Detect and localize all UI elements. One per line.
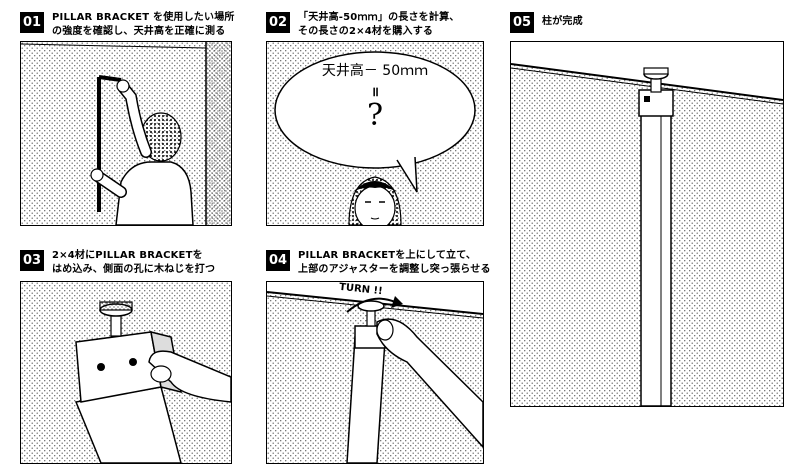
step-caption-line2: 上部のアジャスターを調整し突っ張らせる [298, 264, 491, 275]
step-05-illustration [510, 41, 784, 407]
step-number: 01 [20, 12, 44, 33]
step-02-illustration: 天井高－ 50ｍｍ ॥ ? [266, 41, 484, 226]
bubble-equals: ॥ [371, 85, 379, 100]
step-01-illustration [20, 41, 232, 226]
step-caption-line2: の強度を確認し、天井高を正確に測る [52, 26, 226, 37]
bubble-formula: 天井高－ 50ｍｍ [321, 63, 429, 79]
step-caption-line1: 柱が完成 [542, 16, 583, 27]
step-number: 05 [510, 12, 534, 33]
step-caption-line2: その長さの2×4材を購入する [298, 26, 434, 37]
step-caption-line1: 「天井高-50ｍｍ」の長さを計算、 [298, 12, 460, 23]
step-number: 03 [20, 250, 44, 271]
step-caption-line1: PILLAR BRACKETを上にして立て、 [298, 250, 477, 261]
bubble-question: ? [366, 98, 384, 133]
step-04-illustration: TURN !! [266, 281, 484, 464]
step-caption-line1: PILLAR BRACKET を使用したい場所 [52, 12, 235, 23]
step-number: 04 [266, 250, 290, 271]
step-number: 02 [266, 12, 290, 33]
step-caption-line2: はめ込み、側面の孔に木ねじを打つ [52, 264, 216, 275]
step-03-illustration [20, 281, 232, 464]
step-caption-line1: 2×4材にPILLAR BRACKETを [52, 250, 203, 261]
